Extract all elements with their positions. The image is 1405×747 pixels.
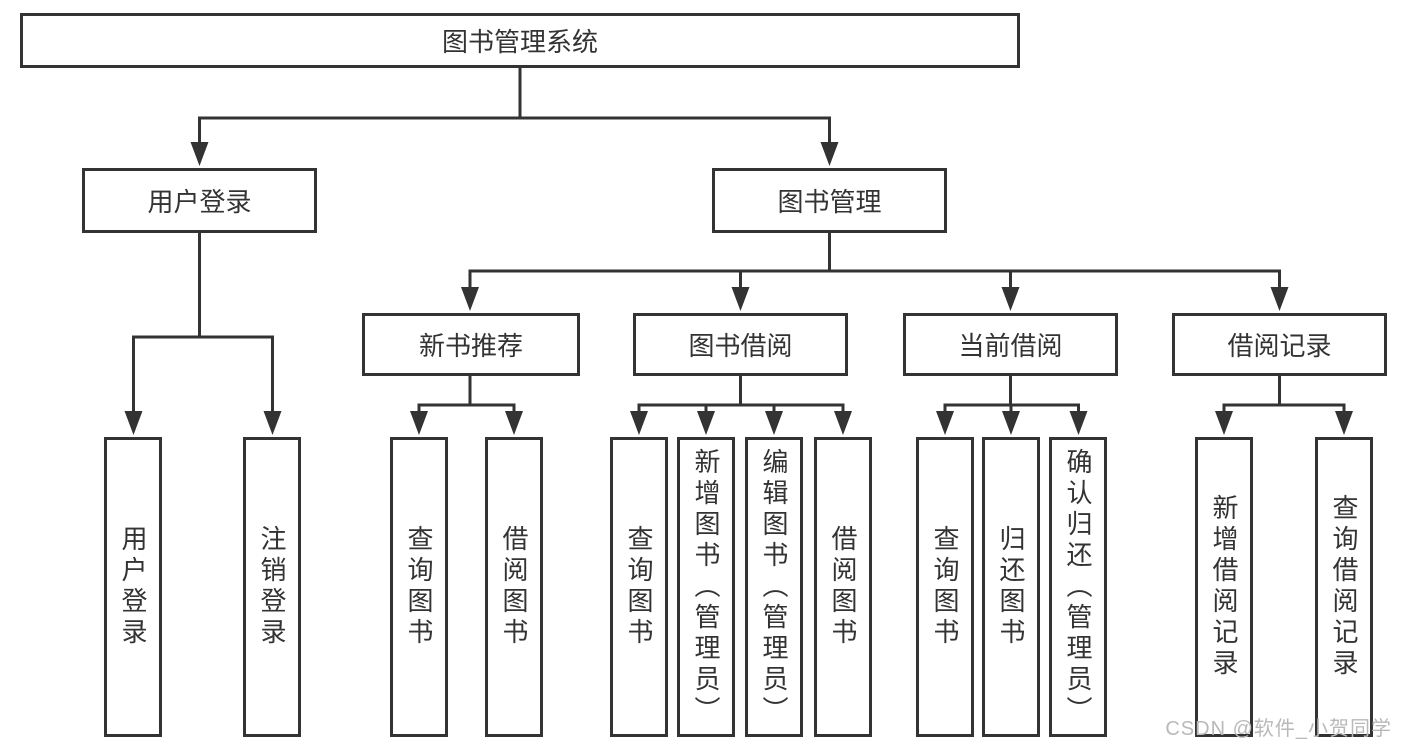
leaf-borrow-books-recommend-label: 借阅图书 [499,525,529,649]
node-current-borrowing: 当前借阅 [903,313,1118,376]
leaf-search-books-current: 查询图书 [916,437,974,737]
node-borrowing-records-label: 借阅记录 [1227,331,1332,361]
node-new-book-recommendation: 新书推荐 [362,313,580,376]
leaf-edit-book-admin-label: 编辑图书（管理员） [759,447,789,727]
watermark: CSDN @软件_小贺同学 [1165,718,1392,740]
leaf-search-books-borrow-label: 查询图书 [624,525,654,649]
leaf-user-login: 用户登录 [104,437,162,737]
leaf-confirm-return-admin: 确认归还（管理员） [1049,437,1107,737]
leaf-add-book-admin: 新增图书（管理员） [677,437,735,737]
leaf-search-books-recommend: 查询图书 [390,437,448,737]
leaf-borrow-books-label: 借阅图书 [828,525,858,649]
leaf-add-book-admin-label: 新增图书（管理员） [691,447,721,727]
node-borrowing-records: 借阅记录 [1172,313,1387,376]
node-book-borrowing-label: 图书借阅 [688,331,793,361]
leaf-return-book: 归还图书 [982,437,1040,737]
node-book-borrowing: 图书借阅 [633,313,848,376]
leaf-logout: 注销登录 [243,437,301,737]
leaf-user-login-label: 用户登录 [118,525,148,649]
leaf-borrow-books-recommend: 借阅图书 [485,437,543,737]
leaf-search-books-borrow: 查询图书 [610,437,668,737]
node-book-management: 图书管理 [712,168,947,233]
node-current-borrowing-label: 当前借阅 [958,331,1063,361]
leaf-search-books-recommend-label: 查询图书 [404,525,434,649]
leaf-logout-label: 注销登录 [257,525,287,649]
leaf-confirm-return-admin-label: 确认归还（管理员） [1063,447,1093,727]
leaf-search-books-current-label: 查询图书 [930,525,960,649]
node-new-book-recommendation-label: 新书推荐 [418,331,523,361]
leaf-return-book-label: 归还图书 [996,525,1026,649]
leaf-search-borrow-record: 查询借阅记录 [1315,437,1373,737]
node-root: 图书管理系统 [20,13,1020,68]
leaf-add-borrow-record-label: 新增借阅记录 [1209,494,1239,680]
leaf-edit-book-admin: 编辑图书（管理员） [745,437,803,737]
node-book-management-label: 图书管理 [777,187,882,217]
leaf-search-borrow-record-label: 查询借阅记录 [1329,494,1359,680]
leaf-add-borrow-record: 新增借阅记录 [1195,437,1253,737]
leaf-borrow-books: 借阅图书 [814,437,872,737]
node-user-login: 用户登录 [82,168,317,233]
node-user-login-label: 用户登录 [147,187,252,217]
node-root-label: 图书管理系统 [441,27,598,57]
